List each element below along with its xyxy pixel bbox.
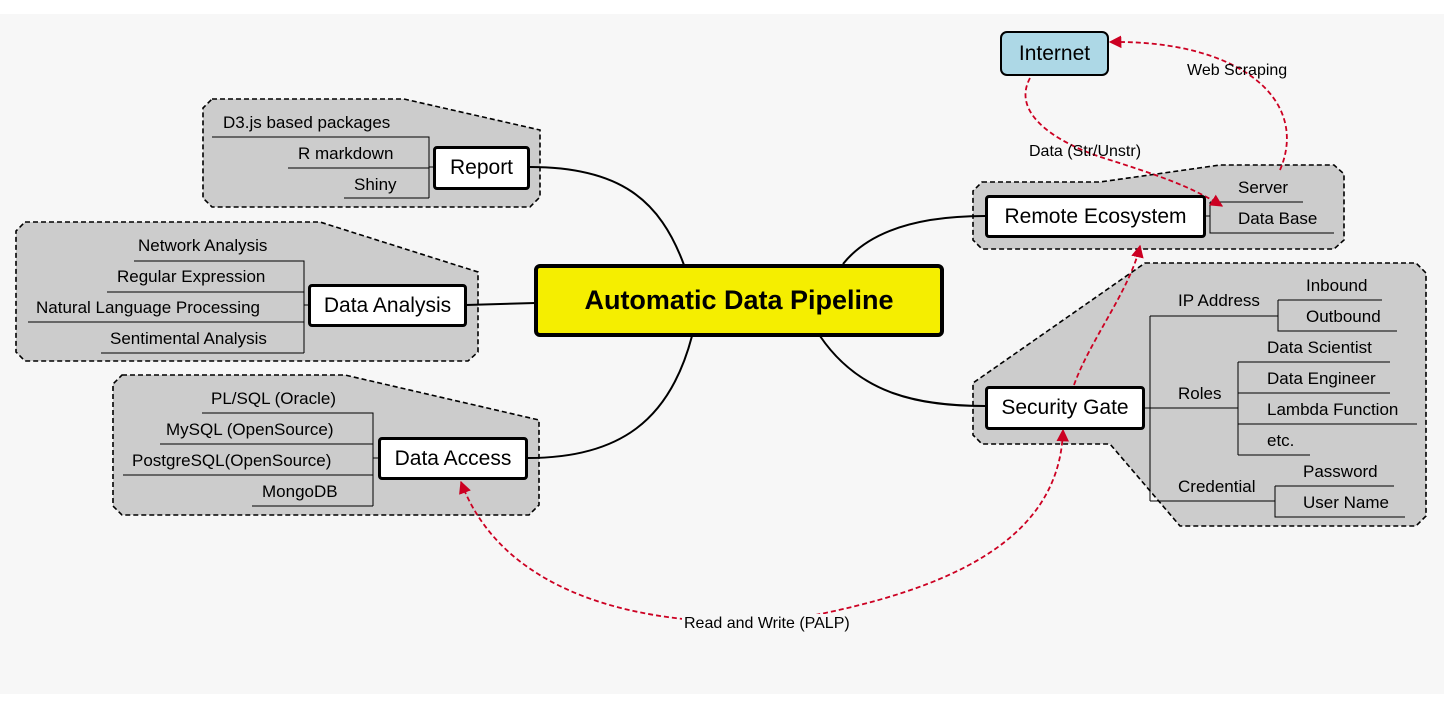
web-scraping-label: Web Scraping (1187, 62, 1288, 79)
security-roles: Roles (1178, 384, 1222, 403)
read-write-label: Read and Write (PALP) (682, 614, 852, 634)
report-node[interactable]: Report (433, 146, 530, 190)
security-to-remote-relation (1073, 244, 1144, 386)
security-credential-password: Password (1303, 462, 1378, 481)
analysis-item-network: Network Analysis (138, 236, 268, 255)
internet-node[interactable]: Internet (1000, 31, 1109, 76)
central-topic[interactable]: Automatic Data Pipeline (534, 264, 944, 337)
security-ip-address: IP Address (1178, 291, 1260, 310)
security-role-data-scientist: Data Scientist (1267, 338, 1372, 357)
security-credential-username: User Name (1303, 493, 1389, 512)
security-credential: Credential (1178, 477, 1256, 496)
security-ip-inbound: Inbound (1306, 276, 1368, 295)
data-access-leaf-connectors (123, 412, 378, 507)
data-analysis-leaf-connectors (28, 260, 308, 354)
analysis-item-nlp: Natural Language Processing (36, 298, 260, 317)
analysis-item-sentiment: Sentimental Analysis (110, 329, 267, 348)
data-access-group (112, 374, 540, 516)
data-access-branch-line (527, 335, 693, 459)
remote-item-server: Server (1238, 178, 1289, 197)
web-scraping-relation (1108, 35, 1288, 171)
security-gate-group (972, 262, 1427, 527)
remote-ecosystem-branch-line (842, 215, 986, 265)
security-gate-branch-line (819, 335, 986, 407)
access-item-plsql: PL/SQL (Oracle) (211, 389, 337, 408)
remote-ecosystem-node[interactable]: Remote Ecosystem (985, 195, 1206, 238)
security-role-etc: etc. (1267, 431, 1295, 450)
data-str-unstr-label: Data (Str/Unstr) (1029, 143, 1142, 160)
remote-item-database: Data Base (1238, 209, 1318, 228)
data-flow-relation (1024, 77, 1224, 207)
access-item-mysql: MySQL (OpenSource) (166, 420, 334, 439)
report-leaf-connectors (212, 136, 433, 199)
report-item-shiny: Shiny (354, 175, 397, 194)
data-access-node[interactable]: Data Access (378, 437, 528, 480)
security-role-lambda: Lambda Function (1267, 400, 1399, 419)
report-branch-line (529, 166, 685, 266)
access-item-postgresql: PostgreSQL(OpenSource) (132, 451, 332, 470)
security-role-data-engineer: Data Engineer (1267, 369, 1376, 388)
analysis-item-regex: Regular Expression (117, 267, 266, 286)
access-item-mongodb: MongoDB (262, 482, 338, 501)
remote-ecosystem-leaf-connectors (1206, 201, 1334, 234)
data-analysis-node[interactable]: Data Analysis (308, 284, 467, 327)
report-item-rmarkdown: R markdown (298, 144, 394, 163)
report-item-d3js: D3.js based packages (223, 113, 391, 132)
security-gate-node[interactable]: Security Gate (985, 386, 1145, 430)
read-write-relation (459, 428, 1069, 623)
data-analysis-branch-line (465, 302, 536, 306)
security-ip-outbound: Outbound (1306, 307, 1381, 326)
security-gate-leaf-connectors (1145, 299, 1417, 518)
